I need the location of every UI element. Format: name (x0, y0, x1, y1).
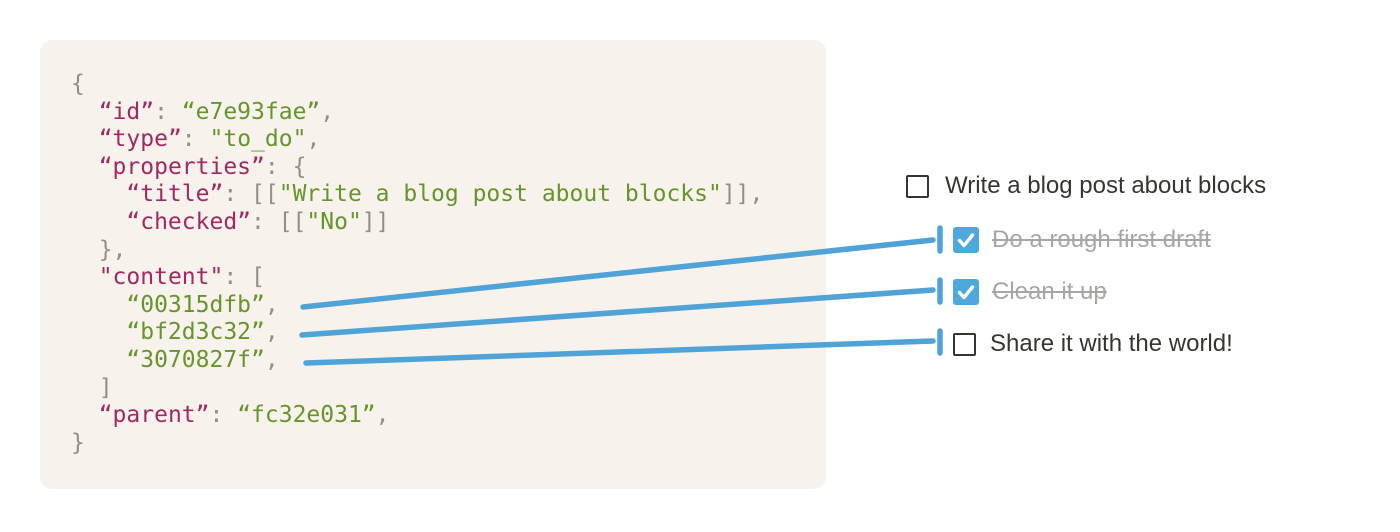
code-line: “3070827f”, (71, 347, 826, 375)
todo-item: Do a rough first draft (953, 226, 1211, 254)
code-segment-punct (71, 347, 126, 373)
code-line: “title”: [["Write a blog post about bloc… (71, 181, 826, 209)
code-segment-punct: ]], (721, 181, 764, 208)
code-segment-punct: , (375, 402, 390, 429)
code-segment-punct: ]] (361, 208, 390, 235)
code-line: “checked”: [["No"]] (71, 209, 826, 237)
code-segment-punct: : [[ (223, 181, 279, 208)
code-segment-punct: : (209, 402, 238, 429)
code-segment-punct: } (71, 429, 85, 456)
code-segment-punct: , (264, 346, 279, 373)
code-line: } (71, 430, 826, 458)
code-segment-punct: , (264, 291, 279, 318)
code-segment-punct (71, 99, 99, 125)
code-segment-punct: , (264, 319, 279, 346)
code-segment-string: “bf2d3c32” (126, 319, 265, 346)
code-segment-key: “id” (98, 98, 155, 125)
code-content: { “id”: “e7e93fae”, “type”: "to_do", “pr… (40, 40, 826, 457)
code-segment-punct: : [[ (251, 208, 307, 235)
code-segment-punct (71, 126, 99, 152)
code-segment-punct: : { (264, 153, 307, 180)
code-segment-key: “checked” (126, 208, 252, 235)
code-line: "content": [ (71, 264, 826, 292)
todo-item: Write a blog post about blocks (906, 172, 1266, 200)
code-line: }, (71, 237, 826, 265)
code-segment-string: “3070827f” (126, 346, 265, 373)
code-segment-string: "to_do" (209, 126, 307, 153)
code-segment-string: “e7e93fae” (181, 98, 321, 125)
code-line: “bf2d3c32”, (71, 319, 826, 347)
todo-item-label: Do a rough first draft (992, 226, 1211, 253)
code-segment-string: “fc32e031” (237, 402, 376, 429)
todo-checkbox-unchecked[interactable] (906, 174, 929, 198)
code-segment-key: “title” (126, 181, 224, 208)
code-line: “id”: “e7e93fae”, (71, 99, 826, 127)
todo-item-label: Clean it up (992, 278, 1107, 305)
code-segment-punct: : (181, 126, 210, 153)
code-segment-punct (71, 181, 126, 207)
code-line: “properties”: { (71, 154, 826, 182)
code-segment-key: "content" (98, 264, 224, 291)
code-segment-punct (71, 319, 126, 345)
todo-item: Clean it up (953, 278, 1107, 306)
code-segment-string: “00315dfb” (126, 291, 265, 318)
code-segment-punct (71, 264, 99, 290)
todo-checkbox-unchecked[interactable] (953, 332, 976, 356)
code-segment-punct: : [ (223, 264, 265, 291)
code-segment-punct (71, 292, 126, 318)
code-segment-punct (71, 402, 99, 428)
todo-checkbox-checked[interactable] (953, 279, 979, 305)
code-line: “00315dfb”, (71, 292, 826, 320)
code-line: { (71, 71, 826, 99)
todo-item-label: Write a blog post about blocks (945, 172, 1267, 199)
check-icon (957, 233, 975, 248)
code-segment-key: “parent” (98, 402, 210, 429)
code-segment-punct: , (320, 98, 335, 125)
code-block: { “id”: “e7e93fae”, “type”: "to_do", “pr… (40, 40, 826, 489)
code-segment-punct: { (71, 71, 85, 97)
code-segment-key: “type” (98, 126, 182, 153)
todo-item-label: Share it with the world! (990, 330, 1233, 357)
code-segment-punct: }, (71, 236, 127, 263)
check-icon (957, 285, 975, 300)
code-segment-punct (71, 154, 99, 180)
code-line: “parent”: “fc32e031”, (71, 402, 826, 430)
code-segment-punct: ] (71, 374, 113, 401)
todo-checkbox-checked[interactable] (953, 227, 979, 253)
code-segment-punct: : (154, 98, 182, 125)
code-segment-key: “properties” (98, 153, 265, 180)
code-line: “type”: "to_do", (71, 126, 826, 154)
todo-item: Share it with the world! (953, 330, 1233, 358)
code-segment-string: "Write a blog post about blocks" (278, 181, 722, 208)
code-segment-string: "No" (306, 208, 362, 235)
code-line: ] (71, 375, 826, 403)
code-segment-punct: , (306, 126, 321, 153)
code-segment-punct (71, 209, 126, 235)
